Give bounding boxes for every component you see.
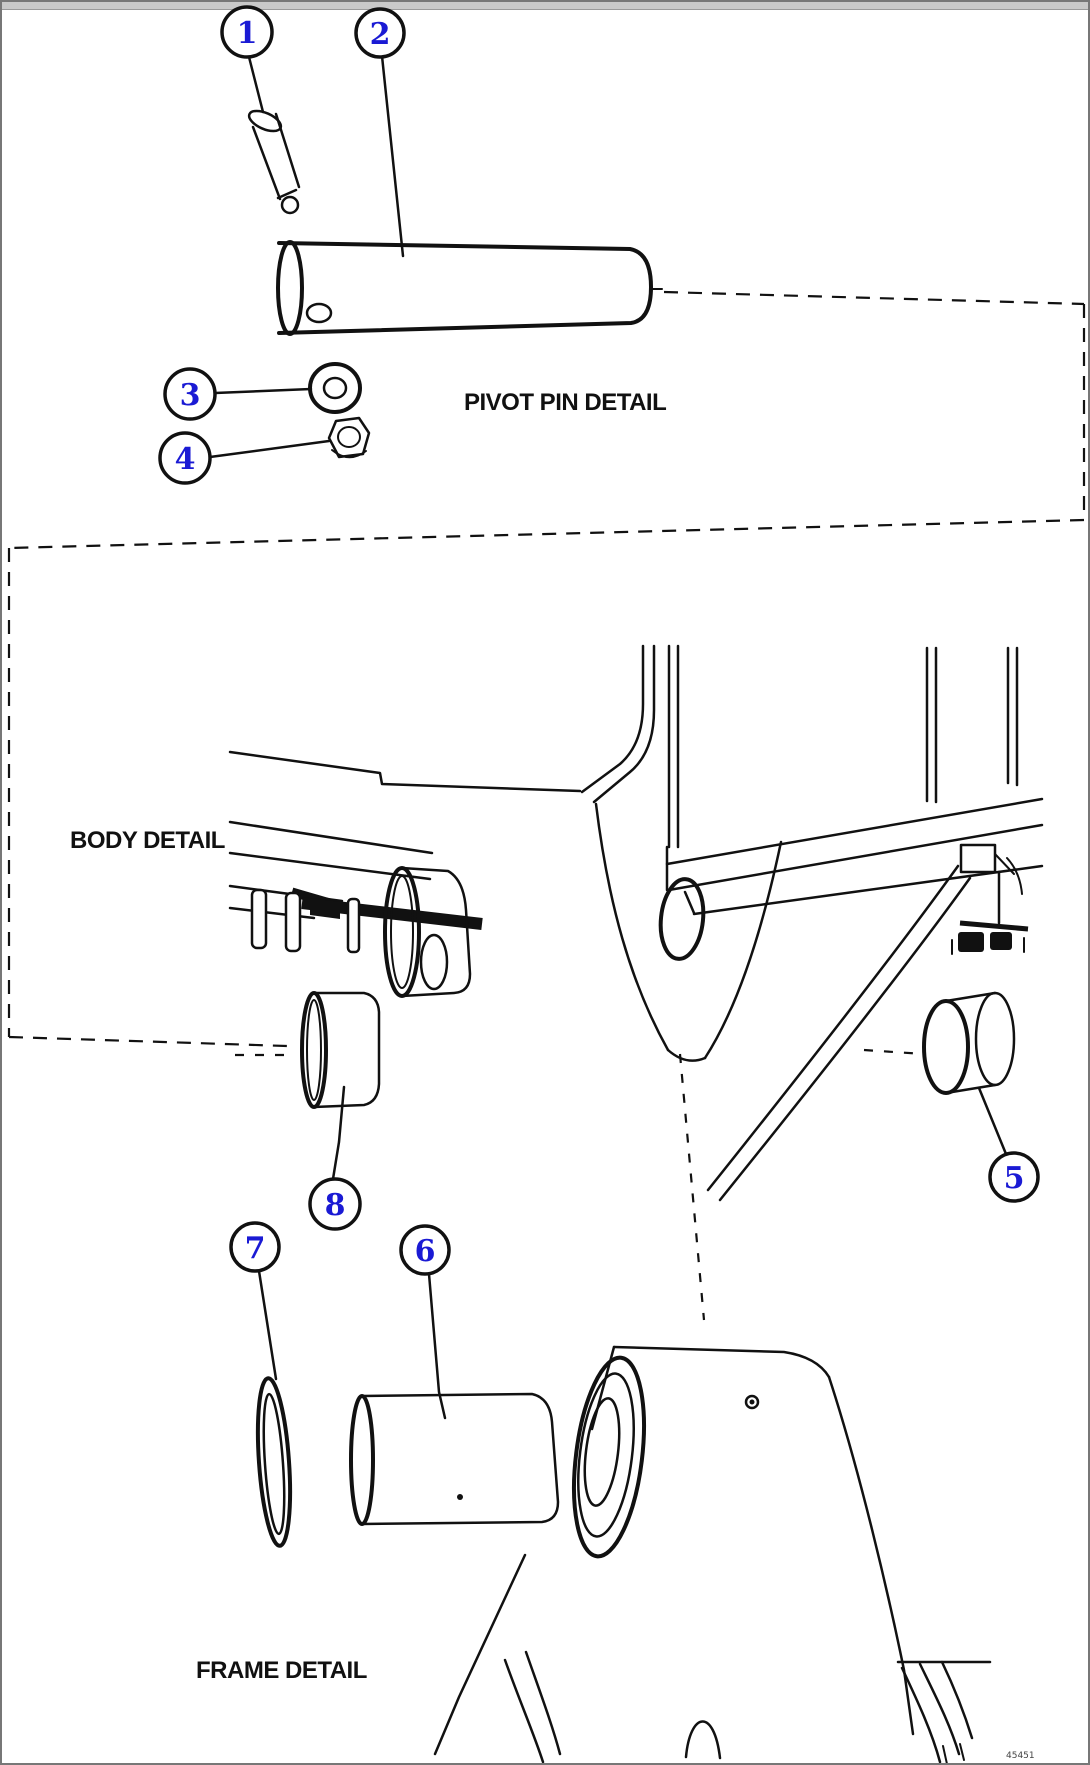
callout-2: 2: [354, 7, 406, 59]
gusset-hole: [658, 877, 706, 961]
frame-detail-label: FRAME DETAIL: [196, 1657, 367, 1684]
callout-leader-lines: [208, 54, 1008, 1420]
body-floor-line-5: [228, 906, 316, 920]
callout-7-number: 7: [245, 1231, 266, 1266]
callout-5: 5: [988, 1151, 1040, 1203]
callout-5-number: 5: [1004, 1161, 1025, 1196]
hanger-pin-1: [250, 888, 268, 950]
rail-block: [310, 898, 340, 919]
leader-line-2: [380, 54, 405, 258]
body-box-bottom-dash: [8, 1035, 288, 1048]
pivot-pin-detail-label: PIVOT PIN DETAIL: [464, 389, 666, 416]
body-floor-line-3: [228, 851, 432, 881]
callout-6-number: 6: [415, 1234, 436, 1269]
callout-1-number: 1: [237, 16, 258, 51]
leader-line-1: [247, 55, 265, 114]
body-floor-line-2: [228, 820, 434, 855]
pivot-box-top-dash: [663, 290, 1085, 306]
band-step: [683, 890, 696, 915]
window-top-edge: [2, 2, 1088, 10]
body-floor-line-1: [228, 750, 582, 793]
leader-line-7: [257, 1269, 278, 1381]
pad-centerline-dash-right: [863, 1048, 925, 1056]
callout-8: 8: [308, 1177, 362, 1231]
strut-line-2: [718, 876, 972, 1202]
callout-4-number: 4: [175, 442, 196, 477]
body-pad-middle: [383, 866, 472, 998]
washer-part: [308, 362, 362, 414]
callout-balloons: 1 2 3 4 5 6 7: [158, 5, 1040, 1276]
right-hanger-bracket: [951, 843, 1029, 955]
band-line-1: [665, 797, 1044, 866]
callout-6: 6: [399, 1224, 451, 1276]
gusset-right-edge: [703, 840, 783, 1060]
drawing-number: 45451: [1006, 1751, 1035, 1761]
pivot-pin-part: [276, 240, 663, 336]
bushing-part-5: [922, 991, 1016, 1095]
frame-bracket: [433, 1345, 992, 1763]
channel-curve-inner: [592, 644, 656, 804]
band-line-2: [667, 823, 1044, 892]
cotter-pin-part: [247, 109, 301, 215]
callout-8-number: 8: [325, 1188, 346, 1223]
callout-2-number: 2: [370, 17, 391, 52]
body-to-frame-leader-dash: [678, 1053, 706, 1321]
gusset-bottom: [666, 1048, 707, 1062]
body-detail-group: BODY DETAIL: [70, 644, 1044, 1202]
gusset-left-edge: [594, 802, 670, 1052]
frame-detail-group: FRAME DETAIL: [196, 1345, 992, 1763]
leader-line-8: [331, 1085, 346, 1181]
callout-3-number: 3: [180, 378, 201, 413]
band-line-3: [692, 864, 1044, 916]
body-pad-part-8: [300, 991, 381, 1109]
strut-line-1: [706, 864, 960, 1192]
hanger-pin-2: [284, 891, 302, 953]
detail-boundary-dashed-lines: [7, 290, 1086, 1321]
pivot-box-bottom-dash: [8, 518, 1085, 550]
body-detail-label: BODY DETAIL: [70, 827, 225, 854]
nut-part: [327, 416, 371, 459]
frame-pin-part-6: [349, 1392, 560, 1526]
callout-7: 7: [229, 1221, 281, 1273]
pivot-pin-detail-group: PIVOT PIN DETAIL: [247, 109, 667, 459]
leader-line-4: [208, 439, 331, 459]
leader-line-6: [427, 1272, 447, 1420]
leader-line-5: [977, 1086, 1008, 1156]
callout-1: 1: [220, 5, 274, 59]
channel-curve-outer: [580, 644, 645, 794]
callout-4: 4: [158, 431, 212, 485]
hanger-pin-3: [346, 897, 361, 954]
leader-line-3: [213, 387, 313, 395]
seal-ring-part-7: [255, 1376, 293, 1548]
callout-3: 3: [163, 367, 217, 421]
